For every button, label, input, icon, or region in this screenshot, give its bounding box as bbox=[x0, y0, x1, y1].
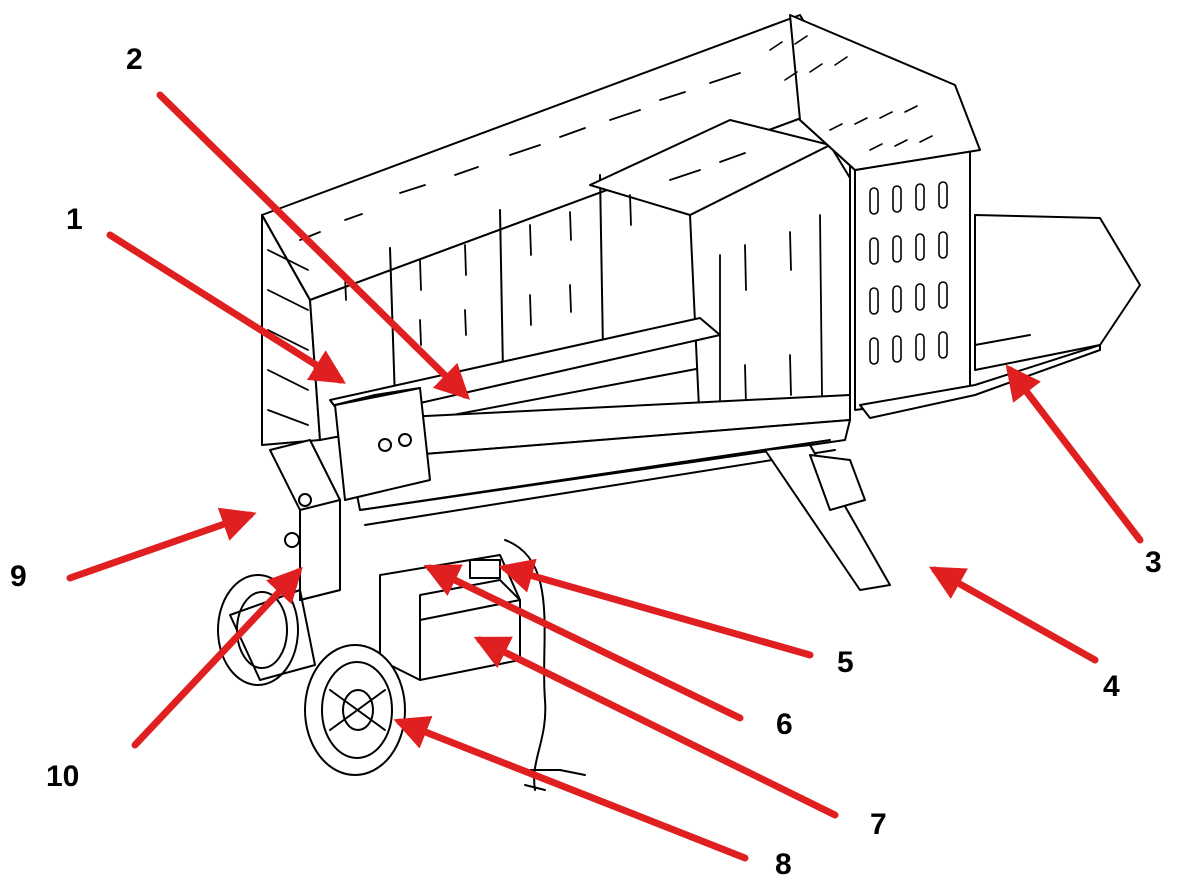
callout-label-10: 10 bbox=[46, 760, 80, 793]
front-wheel bbox=[304, 644, 406, 776]
end-box-slots bbox=[719, 214, 823, 416]
arrow-3 bbox=[1005, 364, 1144, 544]
callout-label-1: 1 bbox=[66, 203, 83, 236]
callout-label-2: 2 bbox=[126, 43, 143, 76]
arrow-7 bbox=[473, 636, 839, 819]
arrow-8 bbox=[393, 715, 749, 862]
arrow-9 bbox=[66, 507, 257, 582]
push-plate bbox=[334, 387, 431, 501]
callout-arrows bbox=[66, 91, 1144, 862]
power-plug bbox=[524, 769, 586, 791]
support-tray bbox=[859, 214, 1141, 419]
top-slots bbox=[299, 72, 746, 241]
machine-drawing bbox=[217, 14, 1141, 791]
rear-wheel bbox=[217, 574, 299, 686]
callout-label-4: 4 bbox=[1103, 670, 1120, 703]
arrow-10 bbox=[131, 566, 303, 749]
arrow-6 bbox=[423, 564, 744, 722]
callout-label-8: 8 bbox=[775, 848, 792, 881]
front-column bbox=[269, 439, 341, 601]
callout-label-7: 7 bbox=[870, 808, 887, 841]
arrow-1 bbox=[106, 231, 346, 384]
left-end-panel bbox=[267, 249, 309, 426]
callout-label-9: 9 bbox=[10, 560, 27, 593]
arrow-5 bbox=[498, 558, 814, 659]
side-panel-holes bbox=[769, 35, 948, 365]
arrow-4 bbox=[928, 566, 1099, 664]
motor-box bbox=[379, 554, 521, 681]
rear-leg bbox=[764, 444, 891, 591]
ram-beam bbox=[329, 317, 851, 526]
arrow-2 bbox=[156, 91, 470, 400]
callout-label-5: 5 bbox=[837, 646, 854, 679]
callout-label-6: 6 bbox=[776, 708, 793, 741]
callout-label-3: 3 bbox=[1145, 546, 1162, 579]
guard-end-box bbox=[589, 14, 981, 431]
